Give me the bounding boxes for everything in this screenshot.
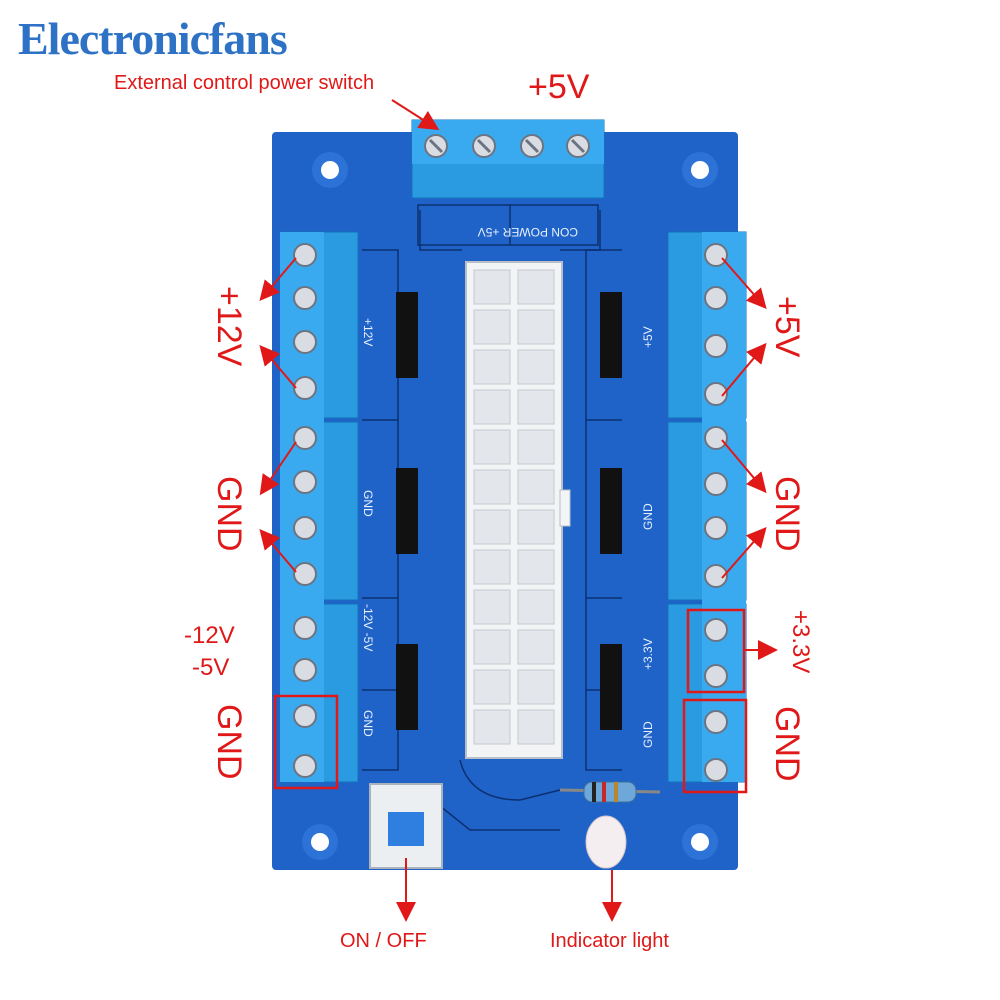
callout-arrows	[259, 99, 778, 922]
top-5v-label: +5V	[528, 68, 590, 106]
right-terminal-blocks	[667, 231, 747, 783]
right-gnd-lower-label: GND	[768, 706, 806, 782]
left-gnd-lower-label: GND	[210, 704, 248, 780]
silk-left-neg: -12V -5V	[361, 604, 375, 651]
silk-left-gnd2: GND	[361, 710, 375, 737]
brand-logo: Electronicfans	[18, 13, 288, 64]
silk-right-3v3: +3.3V	[641, 638, 655, 670]
right-3v3-label: +3.3V	[787, 610, 814, 674]
silk-left-gnd: GND	[361, 490, 375, 517]
left-gnd-upper-label: GND	[210, 476, 248, 552]
pin-headers	[396, 292, 622, 730]
external-switch-label: External control power switch	[114, 72, 375, 94]
left-12v-label: +12V	[210, 286, 248, 367]
indicator-light-label: Indicator light	[550, 930, 669, 952]
push-button-housing	[369, 783, 443, 869]
highlight-boxes	[273, 608, 748, 794]
resistor	[583, 781, 637, 803]
right-5v-label: +5V	[768, 296, 806, 358]
silk-right-gnd2: GND	[641, 721, 655, 748]
silk-right-gnd: GND	[641, 503, 655, 530]
silk-right-5v: +5V	[641, 326, 655, 348]
left-neg5v-label: -5V	[192, 654, 230, 681]
on-off-label: ON / OFF	[340, 930, 427, 952]
silk-top: CON POWER +5V	[478, 225, 578, 239]
left-terminal-blocks	[279, 231, 359, 783]
right-gnd-upper-label: GND	[768, 476, 806, 552]
silk-left-12v: +12V	[361, 318, 375, 346]
left-neg12v-label: -12V	[184, 622, 235, 649]
push-button-cap	[388, 812, 424, 846]
indicator-led	[585, 815, 627, 869]
